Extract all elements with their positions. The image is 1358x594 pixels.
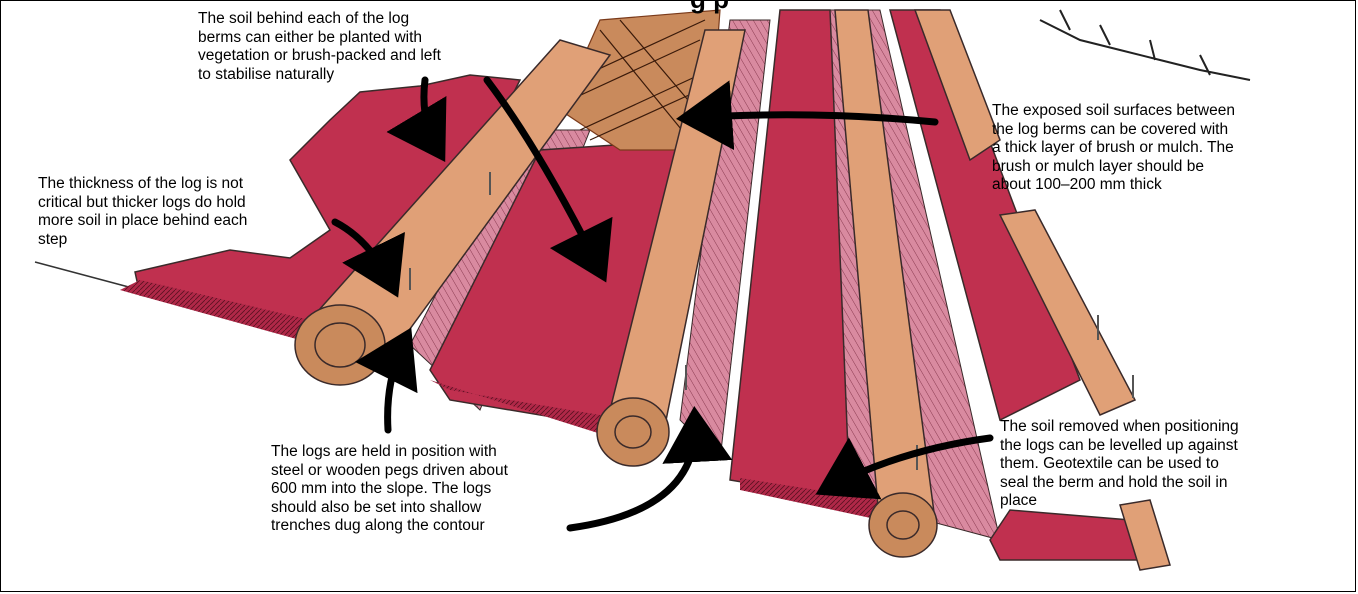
annotation-exposed-soil: The exposed soil surfaces between the lo… xyxy=(992,102,1235,195)
grass-tuft xyxy=(1040,10,1250,80)
annotation-soil-behind-berms: The soil behind each of the log berms ca… xyxy=(198,10,441,84)
annotation-soil-removed: The soil removed when positioning the lo… xyxy=(1000,418,1239,511)
title-fragment: g p xyxy=(690,0,729,15)
annotation-logs-held: The logs are held in position with steel… xyxy=(271,443,508,536)
soil-strip-4 xyxy=(990,510,1140,560)
annotation-log-thickness: The thickness of the log is not critical… xyxy=(38,175,247,249)
